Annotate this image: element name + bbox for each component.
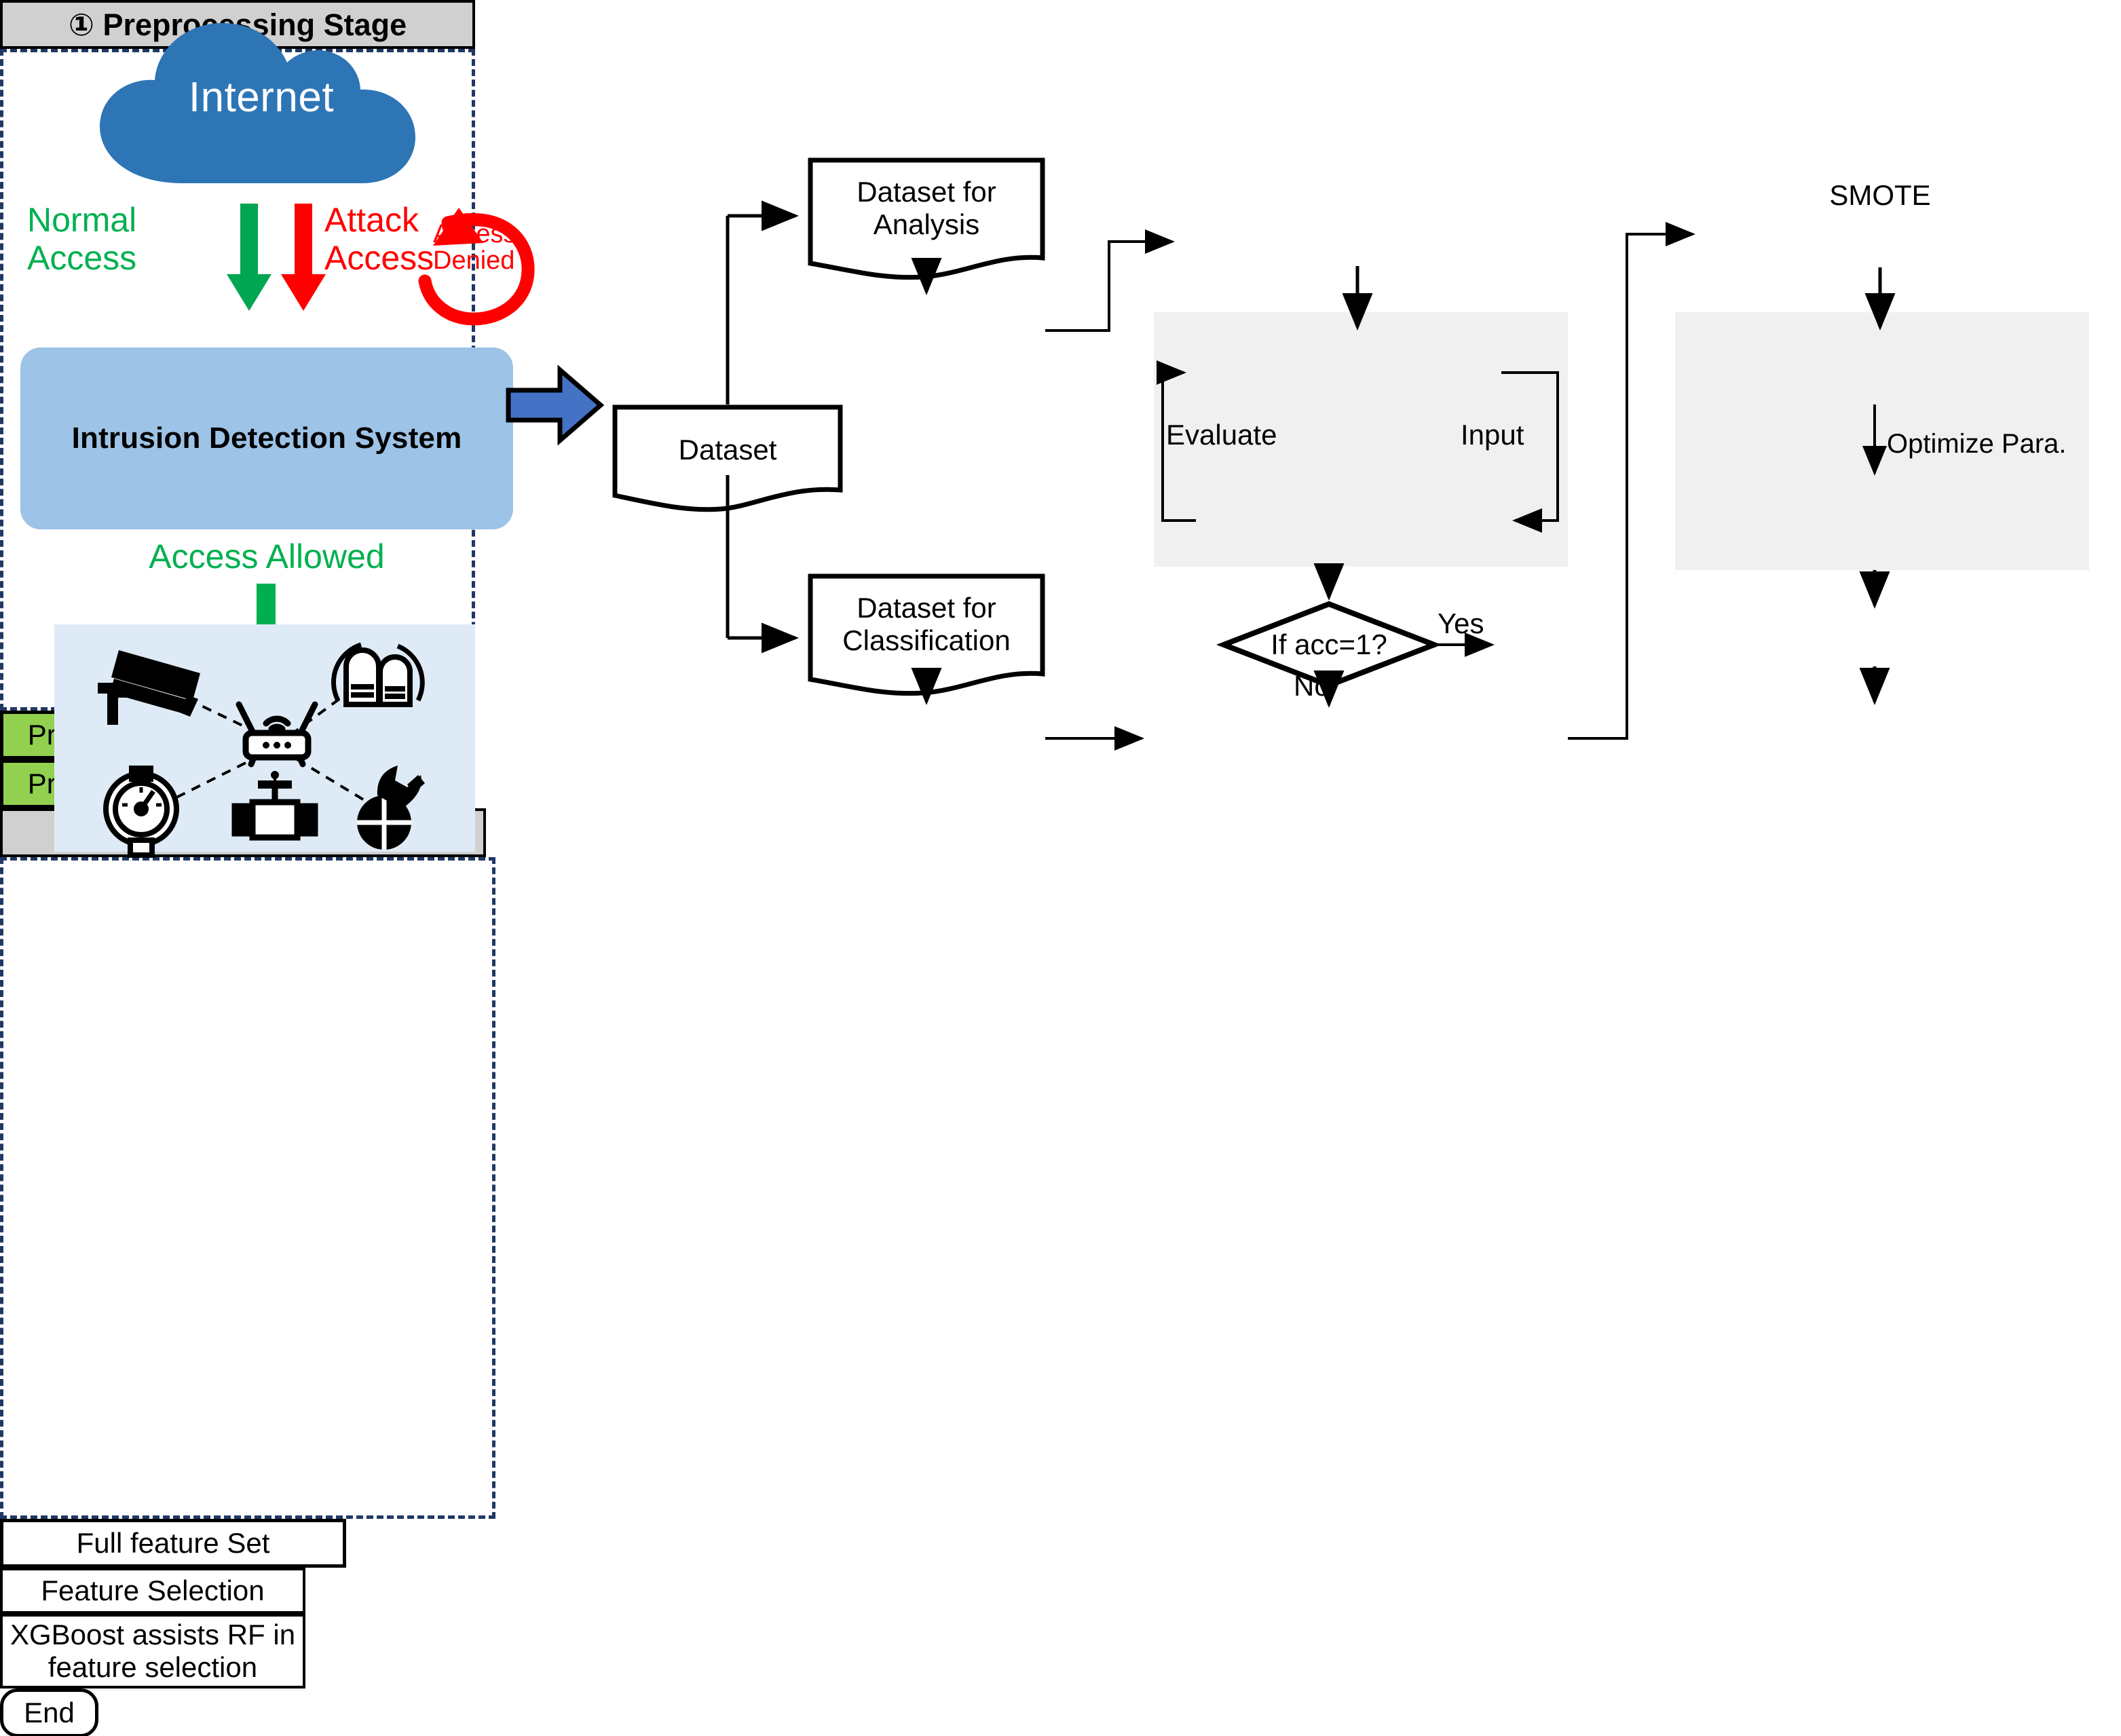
access-denied-icon (418, 204, 535, 326)
circular-denied-arrow (418, 208, 535, 326)
yes-label: Yes (1438, 607, 1484, 639)
dataset-doc-shape (612, 404, 843, 512)
intrusion-detection-system-box: Intrusion Detection System (20, 347, 513, 529)
normal-access-line1: Normal (27, 201, 137, 239)
cloud-shape (100, 23, 415, 183)
wire-preprocessing-to-full-feature-set (1045, 229, 1175, 332)
stage-1-number: ① (68, 7, 94, 42)
iot-network-illustration (98, 642, 425, 858)
wireless-router-icon (236, 701, 318, 768)
internet-cloud: Internet (81, 14, 441, 200)
blue-right-arrow (506, 364, 605, 446)
ids-label: Intrusion Detection System (71, 421, 462, 455)
dataset-for-analysis-node: Dataset for Analysis (808, 157, 1045, 283)
attack-access-arrow-icon (280, 204, 327, 312)
input-label: Input (1461, 419, 1524, 451)
access-allowed-label: Access Allowed (149, 537, 385, 575)
access-denied-line1: Access (433, 220, 517, 248)
iot-device-panel (54, 624, 475, 858)
dataset-for-classification-label: Dataset for Classification (842, 592, 1011, 656)
attack-access-line1: Attack (324, 201, 419, 239)
dataset-label: Dataset (678, 434, 777, 466)
optimize-para-label: Optimize Para. (1887, 429, 2067, 459)
no-label: No (1294, 670, 1330, 702)
feature-selection-loop-zone (1154, 312, 1568, 567)
smart-lock-icon (331, 642, 425, 707)
cctv-camera-icon (98, 650, 200, 725)
router-leds (263, 742, 291, 749)
normal-access-arrow-icon (225, 204, 273, 312)
dataset-for-analysis-label: Dataset for Analysis (857, 176, 996, 240)
decision-label: If acc=1? (1271, 628, 1387, 660)
xgboost-assists-rf-node: XGBoost assists RF in feature selection (0, 1614, 305, 1688)
access-denied-label: Access Denied (433, 221, 548, 274)
model-optimization-zone (1675, 312, 2089, 570)
end-node: End (0, 1688, 98, 1736)
pressure-gauge-icon (103, 766, 179, 858)
smote-label: SMOTE (1829, 179, 1931, 211)
normal-access-label: Normal Access (27, 201, 190, 277)
full-feature-set-node: Full feature Set (0, 1519, 346, 1568)
stage-2-panel (0, 857, 495, 1519)
electrical-plug-icon (357, 766, 425, 850)
dataset-node: Dataset (612, 404, 843, 513)
attack-access-label: Attack Access (324, 201, 460, 277)
feature-selection-node: Feature Selection (0, 1568, 305, 1614)
red-down-arrow (281, 204, 326, 311)
access-denied-line2: Denied (433, 246, 515, 275)
evaluate-label: Evaluate (1166, 419, 1277, 451)
cloud-label: Internet (188, 73, 335, 121)
dataset-for-classification-node: Dataset for Classification (808, 573, 1045, 699)
ids-to-pipeline-arrow-icon (506, 363, 605, 448)
wire-optimal-subset-to-selected-dataset (1568, 222, 1695, 740)
attack-access-line2: Access (324, 239, 434, 277)
green-down-arrow (227, 204, 271, 311)
industrial-valve-icon (231, 771, 318, 841)
normal-access-line2: Access (27, 239, 137, 277)
